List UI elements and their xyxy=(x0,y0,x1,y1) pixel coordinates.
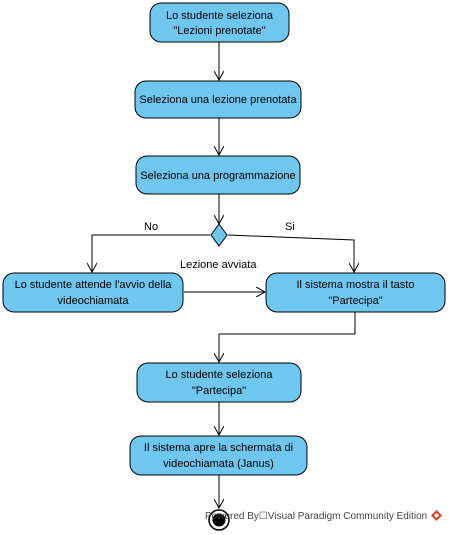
activity-node-5-line2: "Partecipa" xyxy=(328,295,382,307)
activity-node-4[interactable]: Lo studente attende l'avvio della videoc… xyxy=(2,272,184,313)
edge-label-lezione-avviata: Lezione avviata xyxy=(180,259,257,271)
activity-node-6-line2: "Partecipa" xyxy=(192,385,246,397)
edge-decision-si xyxy=(227,234,354,272)
watermark-text: Powered By☐Visual Paradigm Community Edi… xyxy=(205,511,428,522)
edge-label-no: No xyxy=(144,221,158,233)
edge-label-si: Si xyxy=(285,221,295,233)
activity-node-1[interactable]: Lo studente seleziona "Lezioni prenotate… xyxy=(149,2,290,43)
activity-node-1-line1: Lo studente seleziona xyxy=(166,10,274,22)
activity-node-1-line2: "Lezioni prenotate" xyxy=(173,25,265,37)
activity-node-5[interactable]: Il sistema mostra il tasto "Partecipa" xyxy=(265,272,446,313)
decision-node[interactable] xyxy=(210,223,228,247)
activity-node-3-line1: Seleziona una programmazione xyxy=(140,170,295,182)
activity-node-4-line1: Lo studente attende l'avvio della xyxy=(15,279,173,291)
activity-node-7-line1: Il sistema apre la schermata di xyxy=(144,442,293,454)
activity-node-7-line2: videochiamata (Janus) xyxy=(163,458,274,470)
activity-node-2[interactable]: Seleziona una lezione prenotata xyxy=(134,80,302,119)
edge-decision-no xyxy=(92,234,210,272)
final-node xyxy=(208,509,230,531)
visual-paradigm-logo-icon xyxy=(431,510,442,521)
activity-node-6[interactable]: Lo studente seleziona "Partecipa" xyxy=(136,362,302,403)
activity-node-6-line1: Lo studente seleziona xyxy=(165,369,273,381)
activity-node-7[interactable]: Il sistema apre la schermata di videochi… xyxy=(129,435,308,476)
activity-node-2-line1: Seleziona una lezione prenotata xyxy=(139,94,297,106)
edges xyxy=(92,42,355,508)
activity-node-5-line1: Il sistema mostra il tasto xyxy=(297,279,415,291)
edge-n5-n6 xyxy=(219,312,356,362)
activity-node-3[interactable]: Seleziona una programmazione xyxy=(135,155,301,195)
activity-node-4-line2: videochiamata xyxy=(58,295,130,307)
